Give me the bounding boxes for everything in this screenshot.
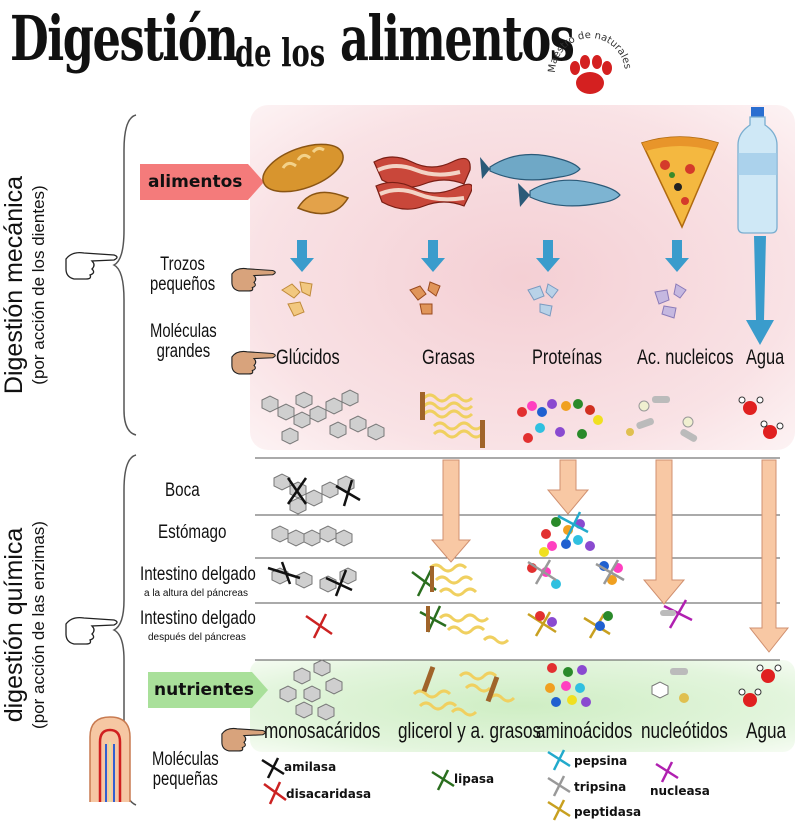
scissors-icon — [547, 799, 571, 821]
label-moleculas-grandes: Moléculas grandes — [150, 321, 217, 362]
title-digestion: Digestión — [10, 2, 239, 75]
label-nucleotidos: nucleótidos — [641, 718, 728, 743]
nutrientes-tag: nutrientes — [148, 672, 268, 708]
pepsina-scissors-icon — [557, 511, 589, 541]
legend-amilasa: amilasa — [284, 760, 337, 774]
legend-nucleasa: nucleasa — [650, 784, 710, 798]
pointing-hand-icon — [65, 251, 118, 280]
intestinal-villus-icon — [89, 716, 131, 802]
scissors-icon — [431, 769, 455, 791]
label-intestino-delgado-2-sub: después del páncreas — [148, 632, 246, 643]
bacon-icon — [373, 156, 472, 210]
scissors-icon — [655, 761, 679, 783]
scissors-icon — [263, 781, 287, 805]
label-proteinas: Proteínas — [532, 346, 603, 369]
legend-tripsina: tripsina — [574, 780, 627, 794]
label-trozos-pequenos: Trozos pequeños — [150, 254, 216, 295]
large-molecules — [261, 389, 784, 448]
label-agua: Agua — [746, 346, 785, 369]
label-intestino-delgado-1-sub: a la altura del páncreas — [144, 588, 248, 599]
legend-pepsina: pepsina — [574, 754, 628, 768]
title-de-los: de los — [235, 30, 326, 75]
logo: Maestro de naturales — [545, 28, 635, 108]
legend-lipasa: lipasa — [454, 772, 495, 786]
fish-icon — [480, 153, 621, 207]
water-bottle-icon — [737, 107, 778, 234]
label-agua-nutriente: Agua — [746, 718, 787, 743]
scissors-icon — [547, 775, 571, 797]
pointing-hand-icon — [65, 616, 118, 645]
title-alimentos: alimentos — [340, 2, 575, 75]
mechanical-arrows — [290, 236, 774, 345]
pointing-hand-icon — [231, 350, 276, 375]
pointing-hand-icon — [221, 727, 266, 752]
label-grasas: Grasas — [422, 346, 475, 369]
nutrients-panel — [250, 660, 795, 752]
pointing-hand-icon — [231, 267, 276, 292]
bread-icon — [262, 143, 350, 215]
nucleasa-scissors-icon — [663, 599, 693, 629]
label-estomago: Estómago — [158, 522, 227, 543]
label-ac-nucleicos: Ac. nucleicos — [637, 346, 734, 369]
legend-disacaridasa: disacaridasa — [286, 787, 372, 801]
label-glicerol-acidos-grasos: glicerol y a. grasos — [398, 718, 542, 743]
pizza-icon — [640, 136, 720, 229]
scissors-icon — [547, 749, 571, 771]
tripsina-scissors-icon — [527, 559, 625, 585]
legend-peptidasa: peptidasa — [574, 805, 642, 819]
label-monosacaridos: monosacáridos — [264, 718, 381, 743]
scissors-icon — [261, 757, 285, 779]
amilasa-scissors-icon — [267, 477, 361, 597]
label-intestino-delgado-2: Intestino delgado — [140, 608, 256, 629]
label-moleculas-pequenas: Moléculas pequeñas — [152, 749, 219, 790]
disacaridasa-scissors-icon — [305, 613, 333, 639]
paw-icon — [570, 55, 612, 94]
alimentos-tag: alimentos — [140, 164, 264, 200]
label-intestino-delgado-1: Intestino delgado — [140, 564, 256, 585]
label-glucidos: Glúcidos — [276, 346, 340, 369]
label-boca: Boca — [165, 480, 200, 501]
food-fragments — [281, 281, 687, 319]
label-aminoacidos: aminoácidos — [536, 718, 633, 743]
